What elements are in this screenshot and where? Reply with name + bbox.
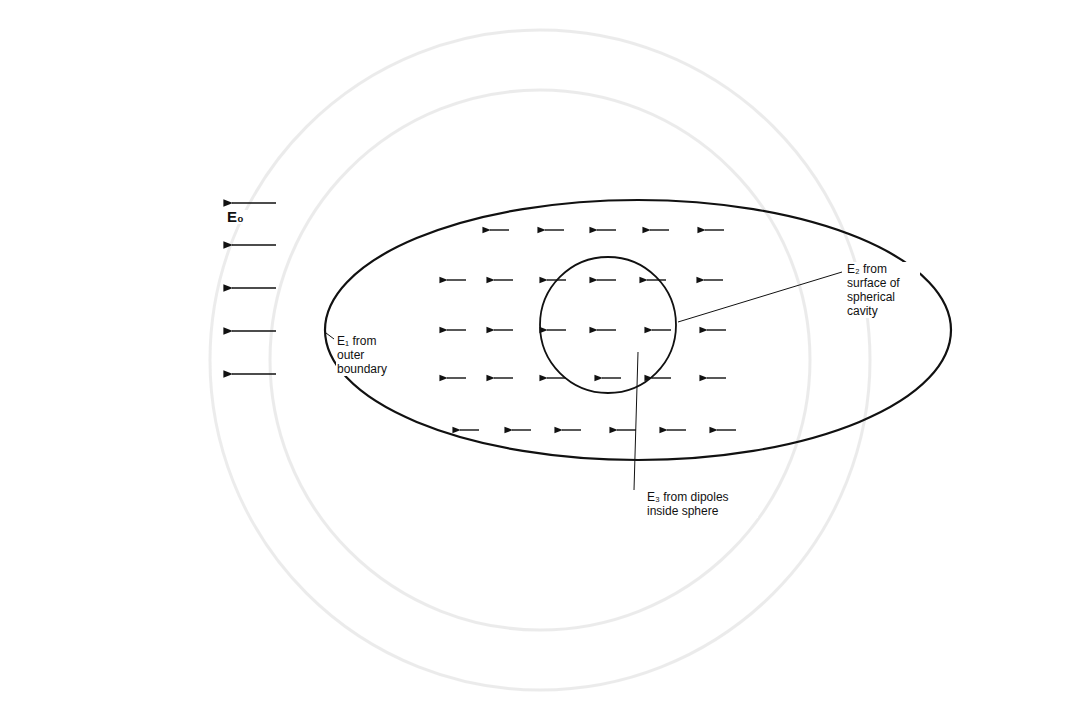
spherical-cavity <box>540 257 676 393</box>
field-arrow <box>232 287 276 289</box>
field-arrow <box>232 244 276 246</box>
applied-field-arrows <box>232 203 276 374</box>
callout-label: E₃ from dipoles inside sphere <box>646 490 758 518</box>
field-arrow <box>547 279 566 280</box>
watermark-seal <box>210 30 870 690</box>
field-label: E₀ <box>226 210 268 224</box>
field-arrow <box>597 279 616 280</box>
callout-label: E₁ from outer boundary <box>336 334 400 376</box>
field-arrow <box>490 229 509 230</box>
field-arrow <box>447 377 466 378</box>
field-arrow <box>707 377 726 378</box>
field-arrow <box>647 279 666 280</box>
field-arrow <box>667 429 686 430</box>
field-arrow <box>494 329 513 330</box>
field-arrow <box>705 229 724 230</box>
field-arrow <box>545 229 564 230</box>
field-arrow <box>717 429 736 430</box>
field-arrow <box>562 429 581 430</box>
field-arrow <box>447 329 466 330</box>
field-arrow <box>232 330 276 332</box>
field-arrow <box>704 279 723 280</box>
field-arrow <box>597 329 616 330</box>
field-arrow <box>232 202 276 204</box>
field-arrow <box>547 329 566 330</box>
field-arrow <box>460 429 479 430</box>
field-arrow <box>707 329 726 330</box>
outer-boundary <box>325 200 951 460</box>
field-arrow <box>232 373 276 375</box>
field-arrows <box>447 230 736 430</box>
field-arrow <box>447 279 466 280</box>
field-arrow <box>652 377 671 378</box>
callout-label: E₂ from surface of spherical cavity <box>846 262 920 318</box>
leader-lines <box>326 272 842 490</box>
field-arrow <box>602 377 621 378</box>
field-arrow <box>494 279 513 280</box>
field-arrow <box>494 377 513 378</box>
field-arrow <box>597 229 616 230</box>
field-arrow <box>512 429 531 430</box>
field-arrow <box>652 329 671 330</box>
field-arrow <box>547 377 566 378</box>
field-arrow <box>650 229 669 230</box>
field-arrow <box>617 429 636 430</box>
